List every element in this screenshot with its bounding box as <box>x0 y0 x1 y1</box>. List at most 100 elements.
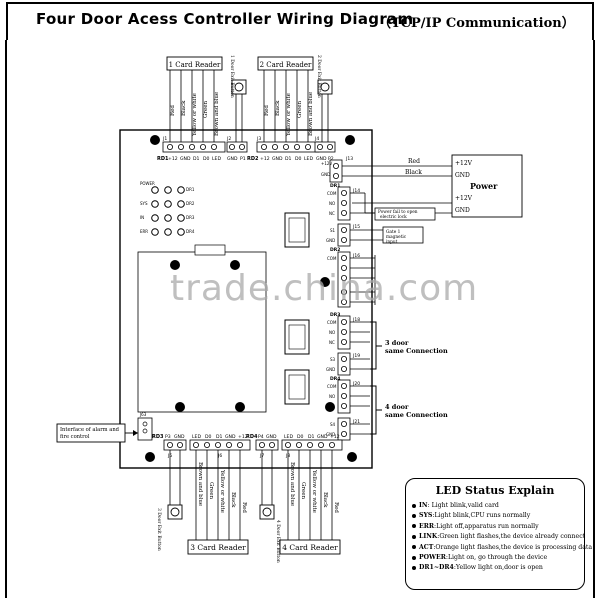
card-reader-4: Brown and blue Green Yellow or white Bla… <box>279 450 341 555</box>
exit-button-1: 1 Door Exit Button <box>229 55 247 142</box>
pin-label: +12 <box>168 156 178 162</box>
j16-label: J16 <box>352 253 360 259</box>
pin-label: NO <box>329 330 335 335</box>
wire-label: Green <box>208 482 214 500</box>
wire-label: Green <box>203 100 209 118</box>
pin-label: COM <box>327 320 337 325</box>
pin-label: COM <box>327 191 337 196</box>
pin-label: NC <box>329 340 335 345</box>
led-status-legend: LED Status Explain IN: Light blink,valid… <box>405 478 592 590</box>
pin-label: P2 <box>328 156 334 162</box>
pin-label: D1 <box>193 156 200 162</box>
j3-label: J3 <box>256 136 261 142</box>
legend-value: :Yellow light on,door is open <box>453 564 543 572</box>
top-connector-block-2: J3 RD2 +12 GND D1 D0 LED <box>247 136 320 162</box>
legend-value: :Green light flashes,the device already … <box>437 533 586 541</box>
pin-label: D0 <box>205 434 212 440</box>
legend-item: LINK:Green light flashes,the device alre… <box>412 532 586 542</box>
pin-label: P1 <box>240 156 246 162</box>
exit-button-1-label: 1 Door Exit Button <box>229 55 235 98</box>
pin-label: S3 <box>330 357 336 362</box>
pin-label: GND <box>266 434 277 440</box>
wire-label: Brown and blue <box>289 462 295 506</box>
j19-label: J19 <box>352 353 360 359</box>
led-err: ERR <box>140 229 148 234</box>
exit-button-4: 4 Door Exit Button <box>259 450 281 563</box>
pin-label: LED <box>212 156 221 162</box>
power-label: Power <box>470 181 498 191</box>
pin-label: +12V <box>321 161 332 166</box>
pin-label: NO <box>329 201 335 206</box>
bullet-icon <box>412 503 416 508</box>
pin-label: +12 <box>330 434 340 440</box>
wire-label: Black <box>275 100 281 116</box>
led-dr2: DR2 <box>186 201 195 206</box>
bullet-icon <box>412 534 416 539</box>
pin-label: S1 <box>330 228 336 233</box>
dr2-label: DR2 <box>330 247 340 253</box>
card-reader-1: 1 Card Reader Red Black Yellow or white … <box>166 56 223 142</box>
page-subtitle: （TCP/IP Communication） <box>378 16 575 31</box>
wire-label: Yellow or white <box>286 93 292 137</box>
watermark: trade.china.com <box>170 268 479 309</box>
j6-label: J6 <box>217 453 222 459</box>
pin-label: D1 <box>308 434 315 440</box>
j21-label: J21 <box>352 419 360 425</box>
pin-label: D0 <box>203 156 210 162</box>
wire-label: Red <box>333 502 339 513</box>
pin-label: NO <box>329 394 335 399</box>
led-in: IN <box>140 215 144 220</box>
legend-key: IN <box>419 502 428 509</box>
pin-label: GND <box>272 156 283 162</box>
j16-wires <box>350 255 376 305</box>
led-dr1: DR1 <box>186 187 195 192</box>
legend-key: SYS <box>419 512 433 520</box>
bullet-icon <box>412 524 416 529</box>
alarm-conn-label: J63 <box>139 412 147 417</box>
legend-key: ERR <box>419 522 435 530</box>
card-reader-4-label: 4 Card Reader <box>282 543 338 552</box>
pin-label: LED <box>192 434 201 440</box>
wire-label: Red <box>264 105 270 116</box>
pin-label: +12 <box>260 156 270 162</box>
pin-label: GND <box>174 434 185 440</box>
card-reader-3: Brown and blue Green Yellow or white Bla… <box>187 450 249 555</box>
top-connector-j2: J2 GND P1 <box>226 136 248 162</box>
led-cluster: POWER SYS IN DR1 DR2 DR3 DR4 ERR <box>140 181 195 236</box>
wire-label: Brown and blue <box>197 462 203 506</box>
card-reader-2-label: 2 Card Reader <box>260 61 312 69</box>
legend-item: SYS:Light blink,CPU runs normally <box>412 511 584 521</box>
power-gnd-b: GND <box>455 207 470 214</box>
pin-label: GND <box>326 238 335 243</box>
pin-label: GND <box>227 156 238 162</box>
legend-value: : Light blink,valid card <box>427 502 499 509</box>
pin-label: COM <box>327 256 337 261</box>
pin-label: GND <box>316 156 327 162</box>
legend-key: POWER <box>419 554 446 562</box>
pin-label: D0 <box>297 434 304 440</box>
pin-label: D1 <box>285 156 292 162</box>
exit-button-2-label: 2 Door Exit Button <box>316 55 322 98</box>
pin-label: LED <box>284 434 293 440</box>
bottom-connector-j8: LED D0 D1 GND +12 J8 <box>281 434 343 459</box>
wire-label: Brown and blue <box>214 92 220 136</box>
legend-list: IN: Light blink,valid card SYS:Light bli… <box>406 501 592 574</box>
led-sys: SYS <box>140 201 148 206</box>
relay-3-core <box>288 324 306 350</box>
legend-item: POWER:Light on, go through the device <box>412 553 584 563</box>
pin-label: GND <box>180 156 191 162</box>
pin-label: GND <box>326 432 335 437</box>
legend-value: :Light blink,CPU runs normally <box>432 512 531 520</box>
bullet-icon <box>412 565 416 570</box>
rd4-label: RD4 <box>246 434 258 440</box>
card-reader-3-label: 3 Card Reader <box>190 543 246 552</box>
led-power: POWER <box>140 181 155 186</box>
legend-item: IN: Light blink,valid card <box>412 501 584 511</box>
j18-label: J18 <box>352 317 360 323</box>
bottom-connector-j6: LED D0 D1 GND +12 J6 <box>189 434 251 459</box>
j2-label: J2 <box>226 136 231 142</box>
